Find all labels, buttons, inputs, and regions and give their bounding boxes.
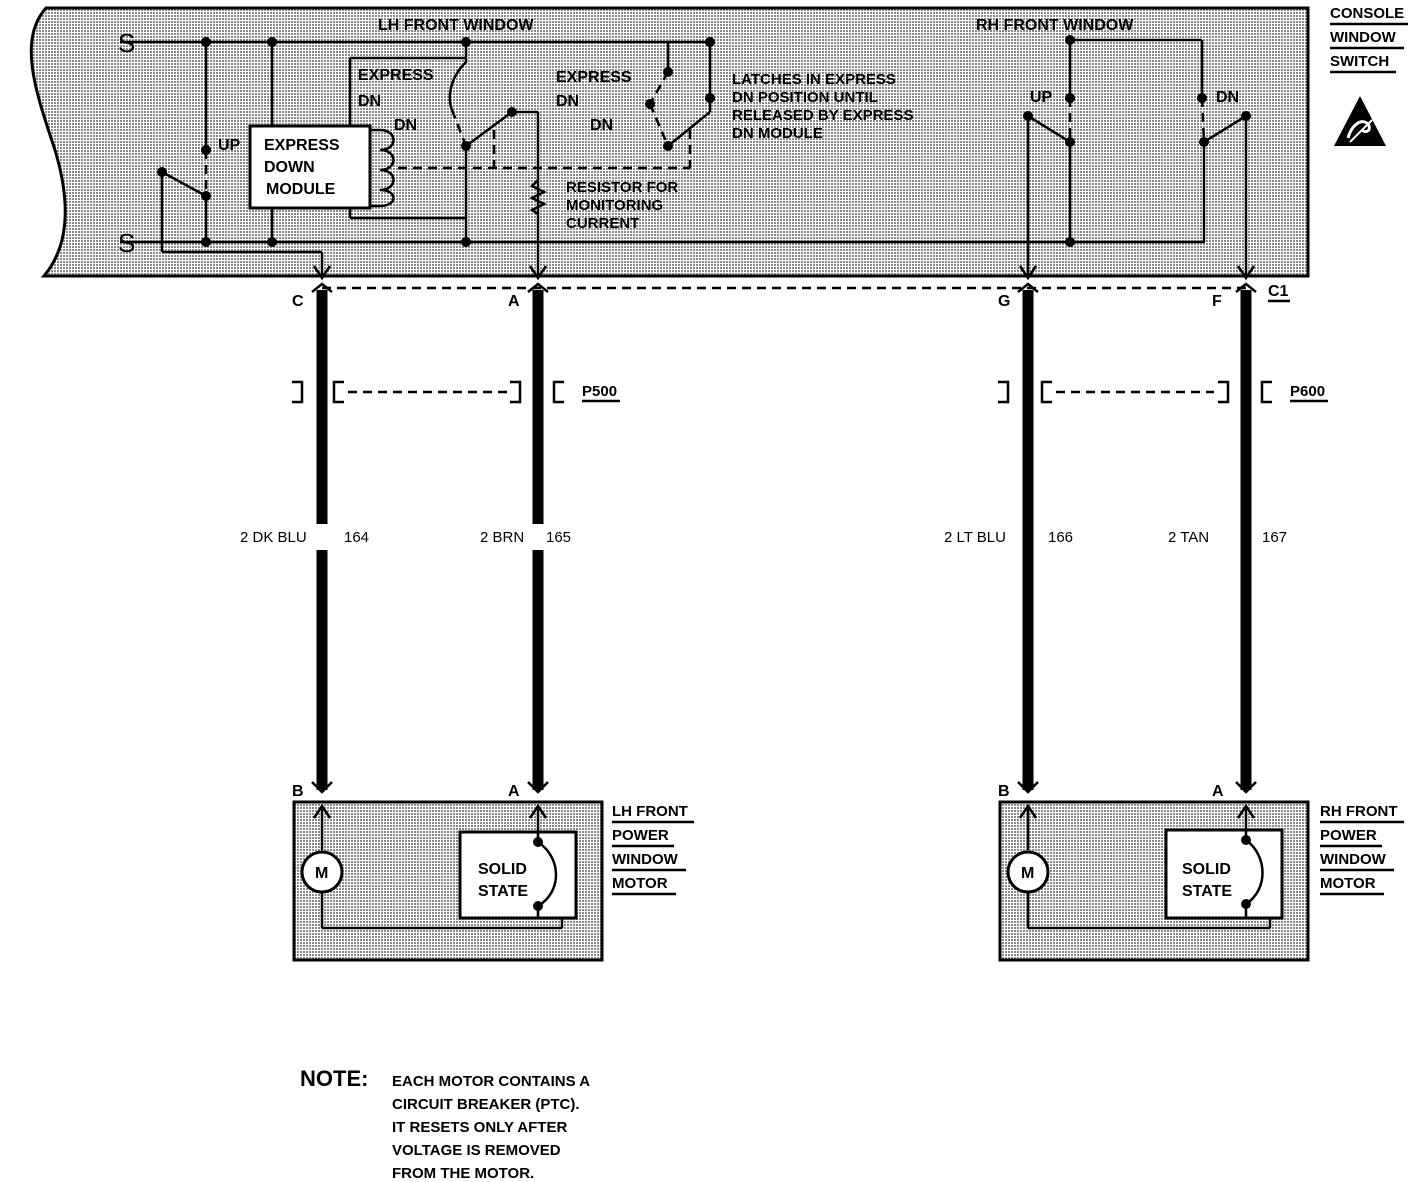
svg-text:C: C bbox=[292, 293, 304, 310]
svg-text:RELEASED BY EXPRESS: RELEASED BY EXPRESS bbox=[732, 107, 913, 124]
svg-text:WINDOW: WINDOW bbox=[1320, 851, 1387, 868]
lh-front-power-window-motor: B A M SOLID STATE LH FRONT POWER WINDOW … bbox=[292, 783, 694, 962]
svg-text:EXPRESS: EXPRESS bbox=[556, 69, 632, 86]
connector-p500: P500 bbox=[292, 380, 620, 404]
svg-text:STATE: STATE bbox=[478, 883, 528, 900]
rh-front-window-label: RH FRONT WINDOW bbox=[976, 17, 1134, 34]
lh-front-window-label: LH FRONT WINDOW bbox=[378, 17, 534, 34]
svg-text:CURRENT: CURRENT bbox=[566, 215, 639, 232]
svg-text:WINDOW: WINDOW bbox=[1330, 29, 1397, 46]
svg-text:S: S bbox=[118, 28, 135, 58]
console-window-switch-title: CONSOLE bbox=[1330, 5, 1404, 22]
svg-text:POWER: POWER bbox=[612, 827, 669, 844]
express-down-module-label: EXPRESS bbox=[264, 137, 340, 154]
svg-text:DN: DN bbox=[556, 93, 579, 110]
rh-front-power-window-motor: B A M SOLID STATE RH FRONT POWER WINDOW … bbox=[998, 783, 1404, 962]
note-block: NOTE: EACH MOTOR CONTAINS A CIRCUIT BREA… bbox=[300, 1066, 590, 1182]
svg-text:POWER: POWER bbox=[1320, 827, 1377, 844]
svg-text:DN MODULE: DN MODULE bbox=[732, 125, 823, 142]
svg-text:B: B bbox=[998, 783, 1010, 800]
express-down-module bbox=[248, 124, 372, 210]
switch-output-arrows bbox=[312, 265, 1256, 281]
harness-wires: 2 DK BLU 164 2 BRN 165 2 LT BLU 166 2 TA… bbox=[240, 282, 1287, 794]
svg-text:EACH MOTOR CONTAINS A: EACH MOTOR CONTAINS A bbox=[392, 1073, 590, 1090]
svg-text:S: S bbox=[118, 228, 135, 258]
svg-text:SOLID: SOLID bbox=[1182, 861, 1231, 878]
module-coil bbox=[370, 128, 395, 208]
svg-text:DN: DN bbox=[1216, 89, 1239, 106]
svg-text:165: 165 bbox=[546, 529, 571, 546]
svg-text:164: 164 bbox=[344, 529, 369, 546]
svg-text:WINDOW: WINDOW bbox=[612, 851, 679, 868]
connector-p500-label: P500 bbox=[582, 383, 617, 400]
svg-text:EXPRESS: EXPRESS bbox=[358, 67, 434, 84]
svg-text:M: M bbox=[315, 865, 328, 882]
svg-text:2 DK BLU: 2 DK BLU bbox=[240, 529, 307, 546]
svg-text:FROM THE MOTOR.: FROM THE MOTOR. bbox=[392, 1165, 534, 1182]
svg-text:DOWN: DOWN bbox=[264, 159, 315, 176]
lh-motor-title: LH FRONT bbox=[612, 803, 688, 820]
svg-text:UP: UP bbox=[1030, 89, 1053, 106]
svg-text:166: 166 bbox=[1048, 529, 1073, 546]
svg-text:F: F bbox=[1212, 293, 1222, 310]
svg-text:A: A bbox=[1212, 783, 1224, 800]
connector-p600: P600 bbox=[998, 380, 1328, 404]
svg-text:CIRCUIT BREAKER (PTC).: CIRCUIT BREAKER (PTC). bbox=[392, 1096, 580, 1113]
resistor bbox=[529, 179, 547, 216]
svg-text:DN: DN bbox=[590, 117, 613, 134]
svg-text:M: M bbox=[1021, 865, 1034, 882]
svg-text:UP: UP bbox=[218, 137, 241, 154]
svg-text:2 LT BLU: 2 LT BLU bbox=[944, 529, 1006, 546]
svg-text:VOLTAGE IS REMOVED: VOLTAGE IS REMOVED bbox=[392, 1142, 561, 1159]
svg-text:MOTOR: MOTOR bbox=[1320, 875, 1376, 892]
svg-text:A: A bbox=[508, 293, 520, 310]
svg-text:B: B bbox=[292, 783, 304, 800]
resistor-note: RESISTOR FOR bbox=[566, 179, 678, 196]
svg-text:MOTOR: MOTOR bbox=[612, 875, 668, 892]
svg-text:2 TAN: 2 TAN bbox=[1168, 529, 1209, 546]
connector-c1: C A G F C1 bbox=[292, 283, 1290, 310]
svg-text:DN: DN bbox=[394, 117, 417, 134]
svg-text:DN POSITION UNTIL: DN POSITION UNTIL bbox=[732, 89, 878, 106]
connector-c1-label: C1 bbox=[1268, 283, 1289, 300]
svg-text:167: 167 bbox=[1262, 529, 1287, 546]
svg-text:MODULE: MODULE bbox=[266, 181, 336, 198]
svg-text:STATE: STATE bbox=[1182, 883, 1232, 900]
note-heading: NOTE: bbox=[300, 1066, 368, 1091]
svg-text:G: G bbox=[998, 293, 1010, 310]
svg-text:SWITCH: SWITCH bbox=[1330, 53, 1389, 70]
svg-text:2 BRN: 2 BRN bbox=[480, 529, 524, 546]
rh-motor-title: RH FRONT bbox=[1320, 803, 1398, 820]
esd-warning-icon bbox=[1334, 96, 1386, 146]
latch-note: LATCHES IN EXPRESS bbox=[732, 71, 896, 88]
svg-text:MONITORING: MONITORING bbox=[566, 197, 663, 214]
svg-text:SOLID: SOLID bbox=[478, 861, 527, 878]
svg-text:DN: DN bbox=[358, 93, 381, 110]
svg-text:IT RESETS ONLY AFTER: IT RESETS ONLY AFTER bbox=[392, 1119, 567, 1136]
connector-p600-label: P600 bbox=[1290, 383, 1325, 400]
svg-text:A: A bbox=[508, 783, 520, 800]
console-window-switch: S S LH FRONT WINDOW RH FRONT WINDOW EXPR… bbox=[29, 5, 1408, 278]
